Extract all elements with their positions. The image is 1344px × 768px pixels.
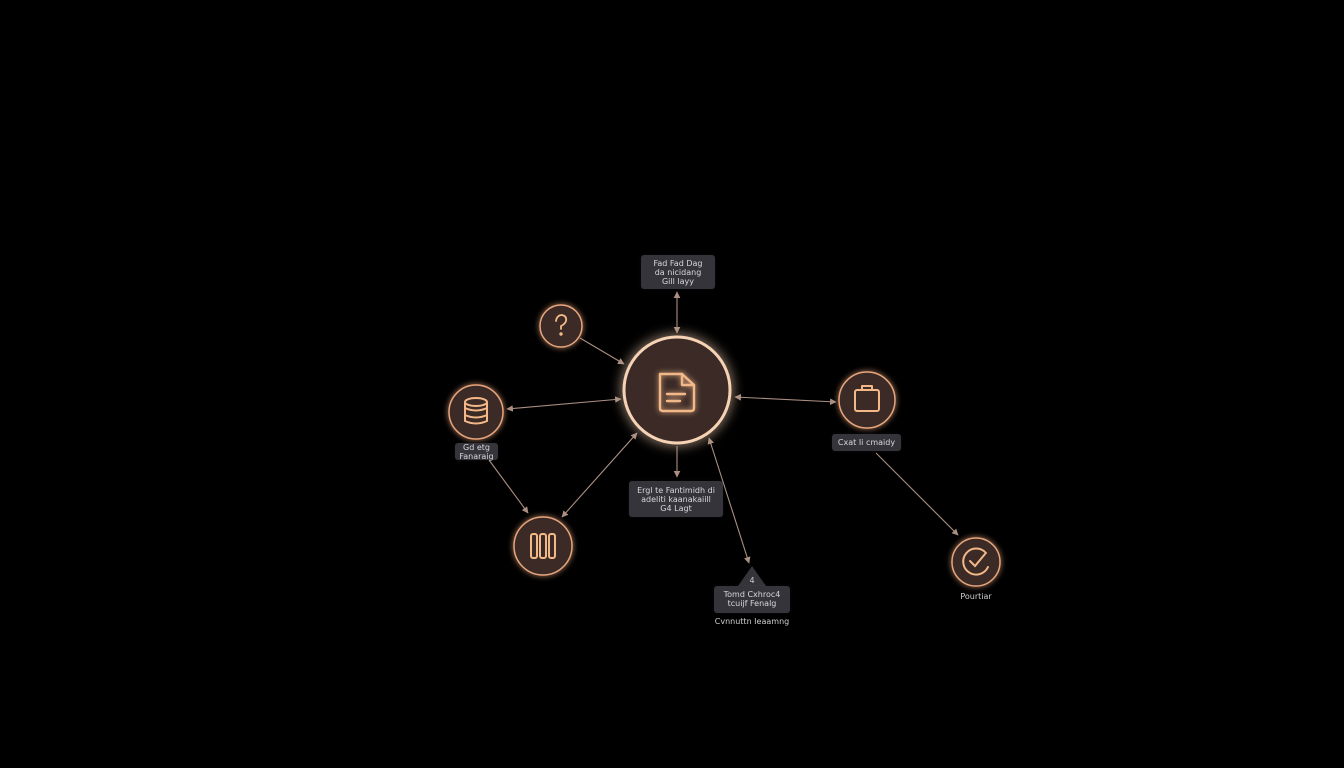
connector-hub-briefcase	[734, 393, 837, 406]
database-label: Gd etg Fanaraig	[455, 443, 498, 461]
database-icon	[464, 397, 488, 425]
warning-mark: 4	[749, 576, 755, 585]
database-node[interactable]	[448, 384, 504, 440]
briefcase-label: Cxat Ii cmaidy	[832, 434, 901, 451]
connector-hub-bars	[561, 432, 638, 518]
connector-database-bars	[488, 459, 529, 514]
briefcase-node[interactable]	[838, 371, 896, 429]
top-label: Fad Fad Dag da nicidang Gill layy	[641, 255, 715, 289]
check-gauge-icon	[962, 547, 989, 576]
warning-caption: Cvnnuttn Ieaamng	[714, 617, 790, 626]
gauge-node[interactable]	[951, 537, 1001, 587]
connectors	[488, 291, 959, 564]
warning-label: Tomd Cxhroc4 tcuijf Fenalg	[714, 586, 790, 613]
bars-node[interactable]	[513, 516, 573, 576]
bars-icon	[530, 533, 556, 559]
question-node[interactable]	[539, 304, 583, 348]
briefcase-icon	[854, 385, 880, 412]
warning-triangle-icon	[738, 566, 766, 586]
connector-briefcase-gauge	[875, 452, 959, 536]
question-icon	[555, 314, 568, 336]
center-bottom-label: Ergl te Fantimidh di adeliti kaanakaiill…	[629, 481, 723, 517]
gauge-label: Pourtiar	[960, 592, 992, 601]
document-icon	[658, 372, 696, 413]
connector-question-hub	[579, 337, 625, 365]
hub-node[interactable]	[622, 335, 732, 445]
connector-database-hub	[506, 396, 622, 412]
connector-hub-warning	[707, 437, 751, 564]
